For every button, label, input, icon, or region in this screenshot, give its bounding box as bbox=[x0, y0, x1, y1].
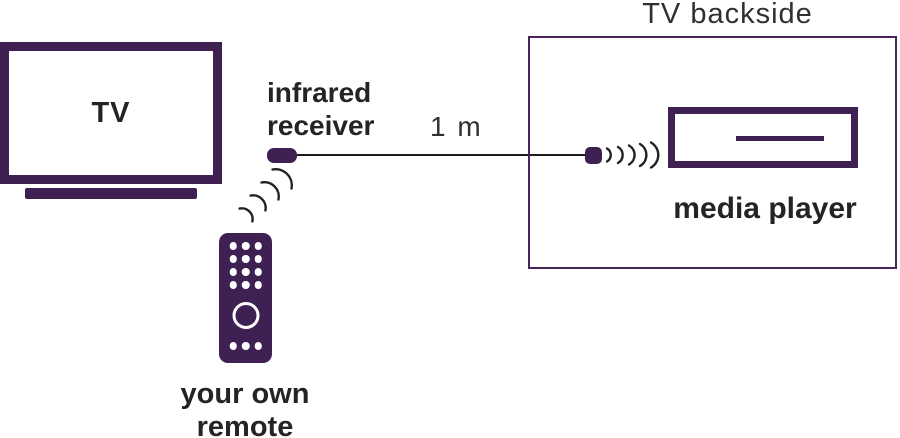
remote-label-line1: your own bbox=[180, 378, 310, 410]
tv-icon: TV bbox=[0, 42, 222, 184]
cable-line bbox=[297, 154, 586, 156]
media-player-icon bbox=[668, 107, 858, 168]
remote-button-dot bbox=[241, 242, 250, 250]
remote-label: your own remote bbox=[145, 378, 345, 438]
infrared-receiver-label: infrared receiver bbox=[267, 76, 374, 142]
remote-button-dot bbox=[254, 342, 262, 350]
remote-button-dot bbox=[254, 281, 262, 289]
ir-emitter-icon bbox=[585, 147, 602, 164]
tv-backside-box bbox=[528, 36, 897, 269]
infrared-receiver-label-line1: infrared bbox=[267, 77, 372, 108]
remote-button-dot bbox=[254, 242, 262, 250]
tv-label: TV bbox=[91, 96, 131, 129]
remote-button-dot bbox=[229, 255, 237, 263]
remote-button-dot bbox=[241, 281, 250, 289]
remote-icon bbox=[219, 233, 272, 363]
remote-button-grid bbox=[229, 242, 262, 289]
remote-button-dot bbox=[241, 268, 250, 276]
disc-slot bbox=[736, 136, 824, 141]
ir-receiver-icon bbox=[267, 148, 297, 163]
remote-button-dot bbox=[229, 281, 237, 289]
remote-button-dot bbox=[229, 268, 237, 276]
remote-button-dot bbox=[254, 255, 262, 263]
remote-button-dot bbox=[229, 242, 237, 250]
remote-signal-arcs-icon bbox=[238, 168, 293, 223]
remote-button-dot bbox=[241, 255, 250, 263]
infrared-receiver-label-line2: receiver bbox=[267, 110, 375, 141]
remote-bottom-buttons bbox=[229, 342, 262, 350]
remote-ok-ring bbox=[232, 302, 259, 329]
media-player-label: media player bbox=[673, 192, 857, 225]
tv-backside-title: TV backside bbox=[642, 0, 813, 30]
remote-button-dot bbox=[229, 342, 237, 350]
tv-stand bbox=[25, 188, 197, 199]
remote-button-dot bbox=[254, 268, 262, 276]
cable-length-label: 1 m bbox=[430, 111, 483, 142]
remote-button-dot bbox=[241, 342, 250, 350]
emitter-signal-arcs-icon bbox=[605, 141, 660, 169]
remote-label-line2: remote bbox=[196, 411, 294, 438]
